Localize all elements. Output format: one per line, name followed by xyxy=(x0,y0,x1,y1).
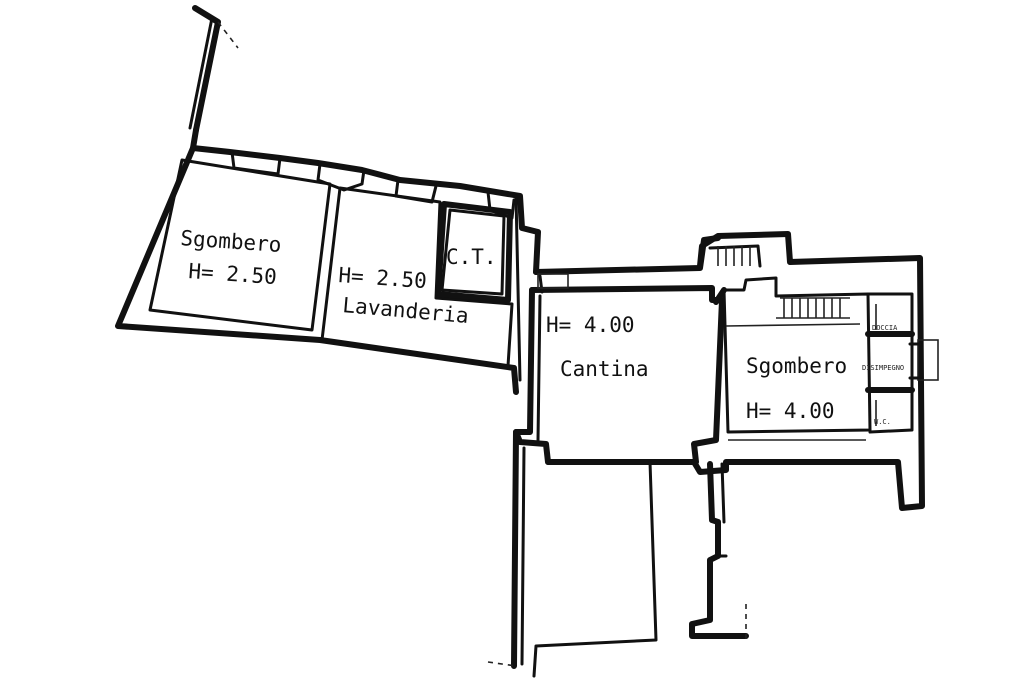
room-name: Sgombero xyxy=(180,226,283,257)
room-name: Cantina xyxy=(560,357,649,381)
label-disimpegno: DISIMPEGNO xyxy=(862,364,904,372)
room-name: C.T. xyxy=(446,245,497,269)
label-wc: W.C. xyxy=(874,418,891,426)
label-doccia: DOCCIA xyxy=(872,324,898,332)
stair-inner-icon xyxy=(776,297,850,319)
room-ct: C.T. xyxy=(446,245,497,269)
right-wing-walls xyxy=(691,231,939,511)
left-wing-walls xyxy=(115,5,541,395)
room-name: Sgombero xyxy=(746,354,847,378)
room-height: H= 2.50 xyxy=(338,263,428,293)
fixture-labels: DOCCIA DISIMPEGNO W.C. xyxy=(862,324,904,426)
room-sgombero-right: Sgombero H= 4.00 xyxy=(746,354,847,423)
stair-top-icon xyxy=(717,246,751,266)
room-height: H= 4.00 xyxy=(746,399,835,423)
room-height: H= 2.50 xyxy=(188,259,278,289)
room-sgombero-left: Sgombero H= 2.50 xyxy=(180,226,283,289)
cantina-walls xyxy=(487,235,749,678)
room-height: H= 4.00 xyxy=(546,313,635,337)
room-cantina: H= 4.00 Cantina xyxy=(546,313,649,381)
